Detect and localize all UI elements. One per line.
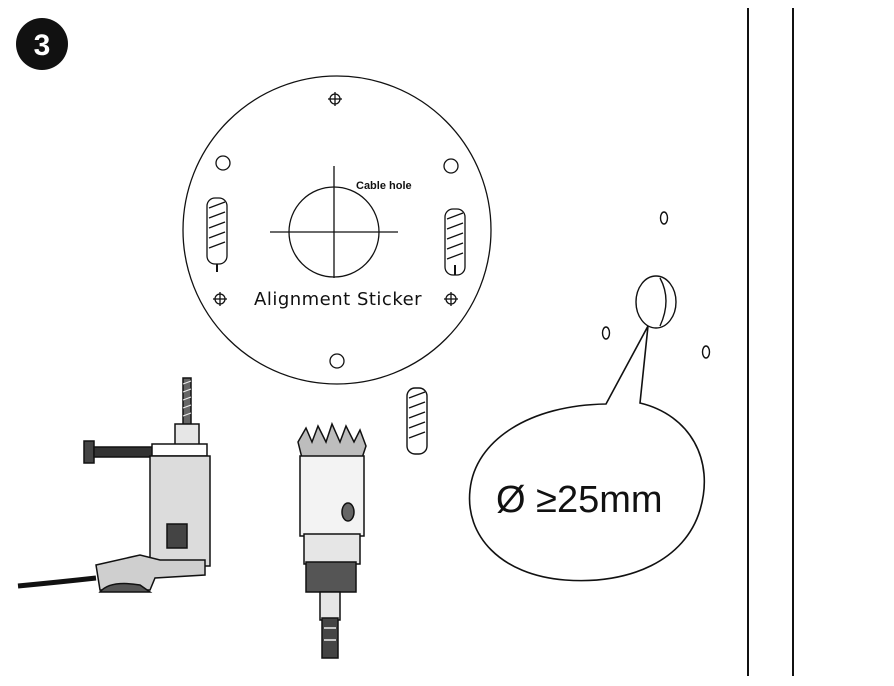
screw-mark-right (444, 292, 458, 306)
alignment-sticker (182, 75, 492, 385)
screw-mark-top (328, 92, 342, 106)
hole-top-left (215, 155, 231, 171)
wall-edge (747, 8, 794, 676)
wall-hole-icon (601, 211, 711, 359)
hole-bottom (329, 353, 345, 369)
sticker-anchor-left (206, 197, 228, 272)
diameter-callout (468, 325, 705, 582)
step-number: 3 (34, 29, 51, 62)
hole-top-right (443, 158, 459, 174)
wall-anchor-icon (406, 387, 428, 455)
drill-icon (17, 377, 211, 593)
alignment-sticker-label: Alignment Sticker (254, 289, 422, 310)
diameter-label: Ø ≥25mm (496, 479, 663, 521)
step-number-badge: 3 (16, 18, 68, 70)
hole-saw-icon (297, 421, 367, 659)
screw-mark-left (213, 292, 227, 306)
sticker-anchor-right (444, 208, 466, 276)
cable-hole-label: Cable hole (356, 180, 412, 192)
